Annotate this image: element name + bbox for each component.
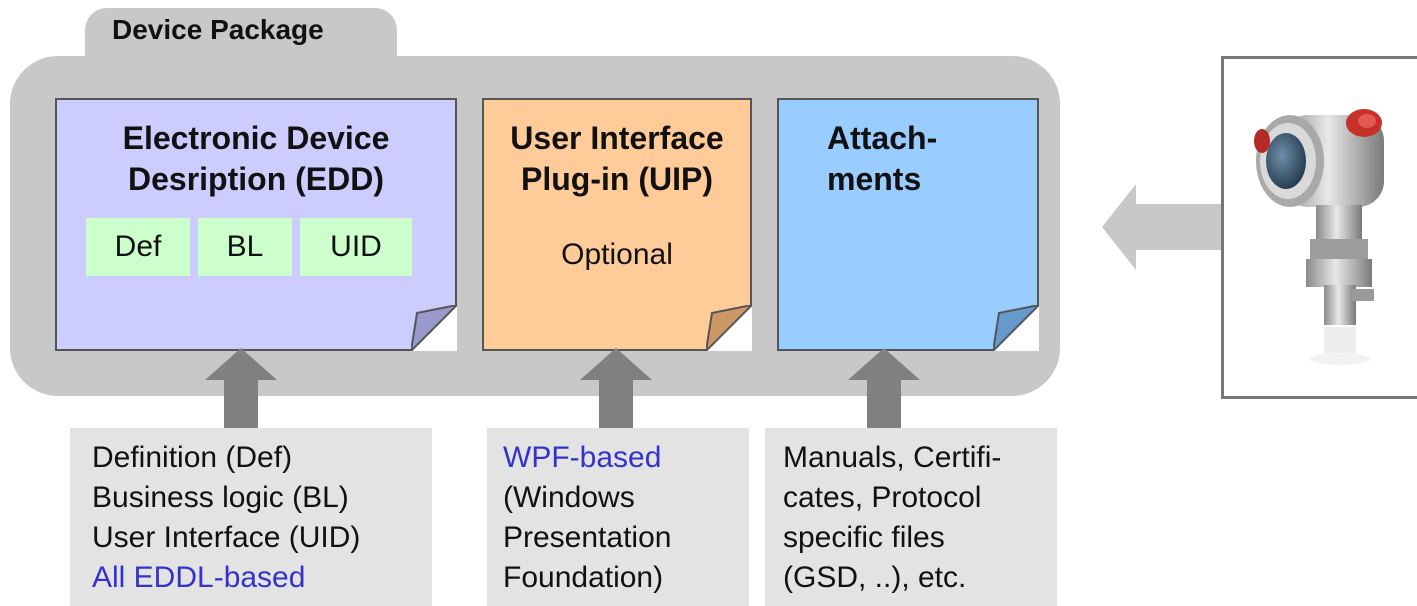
chip-def: Def xyxy=(86,218,190,276)
up-arrow-shaft xyxy=(599,379,633,429)
attachments-desc-line-3: specific files xyxy=(783,521,945,554)
up-arrow-icon xyxy=(848,348,920,380)
uip-document: User Interface Plug-in (UIP) Optional xyxy=(482,98,752,351)
edd-title: Electronic Device Desription (EDD) xyxy=(122,120,390,197)
chip-uid: UID xyxy=(300,218,412,276)
up-arrow-icon xyxy=(205,348,277,380)
up-arrow-shaft xyxy=(867,379,901,429)
uip-description: WPF-based (Windows Presentation Foundati… xyxy=(487,428,749,606)
edd-desc-line-2: Business logic (BL) xyxy=(92,481,349,514)
attachments-desc-line-2: cates, Protocol xyxy=(783,481,982,514)
page-fold-icon xyxy=(993,305,1039,351)
uip-desc-line-1: (Windows xyxy=(503,481,635,514)
device-photo-frame xyxy=(1221,56,1417,399)
uip-desc-line-2: Presentation xyxy=(503,521,672,554)
up-arrow-icon xyxy=(580,348,652,380)
left-arrow-icon xyxy=(1102,184,1222,270)
uip-desc-line-3: Foundation) xyxy=(503,561,664,594)
page-fold-icon xyxy=(411,305,457,351)
attachments-desc-line-4: (GSD, ..), etc. xyxy=(783,561,967,594)
attachments-document: Attach- ments xyxy=(777,98,1039,351)
chip-bl: BL xyxy=(198,218,292,276)
edd-desc-highlight: All EDDL-based xyxy=(92,561,306,594)
attachments-title: Attach- ments xyxy=(827,120,938,197)
attachments-desc-line-1: Manuals, Certifi- xyxy=(783,441,1002,474)
uip-desc-highlight: WPF-based xyxy=(503,441,662,474)
package-title: Device Package xyxy=(112,14,324,45)
up-arrow-shaft xyxy=(224,379,258,429)
edd-desc-line-3: User Interface (UID) xyxy=(92,521,361,554)
uip-title: User Interface Plug-in (UIP) xyxy=(510,120,724,197)
edd-description: Definition (Def) Business logic (BL) Use… xyxy=(70,428,432,606)
pressure-transmitter-icon xyxy=(1254,109,1384,365)
edd-desc-line-1: Definition (Def) xyxy=(92,441,293,474)
uip-optional-label: Optional xyxy=(561,238,673,271)
attachments-description: Manuals, Certifi- cates, Protocol specif… xyxy=(765,428,1057,606)
page-fold-icon xyxy=(706,305,752,351)
